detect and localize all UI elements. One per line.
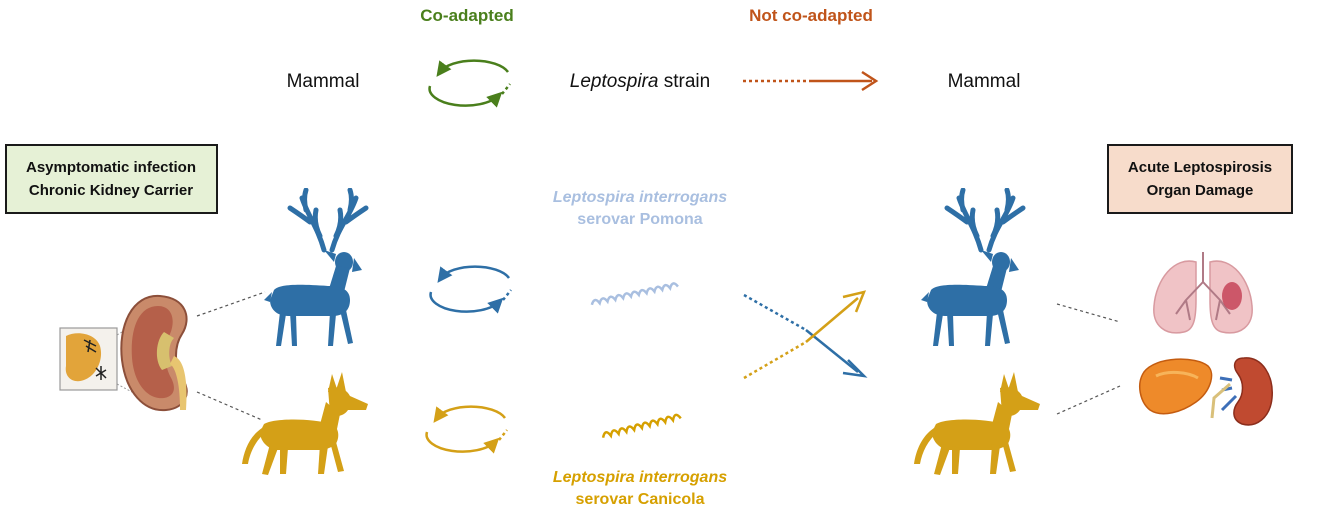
connector-line bbox=[1056, 385, 1121, 415]
spirochete-icon-pomona bbox=[590, 282, 679, 306]
liver-icon bbox=[1138, 358, 1213, 415]
canicola-serovar-label: serovar Canicola bbox=[576, 491, 705, 508]
cycle-icon-gold bbox=[425, 405, 508, 454]
deer-icon-left bbox=[264, 190, 366, 346]
coadapted-label: Co-adapted bbox=[420, 6, 514, 25]
strain-rest: strain bbox=[658, 71, 710, 92]
left-box-line2: Chronic Kidney Carrier bbox=[29, 182, 193, 199]
canicola-species-label: Leptospira interrogans bbox=[553, 469, 727, 486]
right-status-box: Acute Leptospirosis Organ Damage bbox=[1107, 144, 1293, 214]
connector-line bbox=[1056, 303, 1121, 323]
spirochete-icon-canicola bbox=[601, 413, 682, 439]
lungs-icon bbox=[1153, 252, 1253, 334]
arrow-icon-rust bbox=[743, 70, 879, 92]
kidney-icon-left bbox=[59, 294, 188, 412]
mammal-right-label: Mammal bbox=[948, 71, 1021, 92]
kidney-icon-right bbox=[1210, 357, 1273, 426]
left-status-box: Asymptomatic infection Chronic Kidney Ca… bbox=[5, 144, 218, 214]
arrow-icon-blue-cross bbox=[743, 293, 868, 378]
not-coadapted-label: Not co-adapted bbox=[749, 6, 873, 25]
connector-line bbox=[196, 391, 263, 421]
left-box-line1: Asymptomatic infection bbox=[26, 159, 196, 176]
dog-icon-left bbox=[242, 372, 368, 475]
connector-line bbox=[196, 291, 266, 317]
right-box-line2: Organ Damage bbox=[1147, 182, 1254, 199]
pomona-serovar-label: serovar Pomona bbox=[577, 211, 702, 228]
strain-label: Leptospira strain bbox=[570, 71, 710, 92]
cycle-icon-green bbox=[428, 59, 511, 108]
strain-italic: Leptospira bbox=[570, 71, 659, 92]
deer-icon-right bbox=[921, 190, 1023, 346]
right-box-line1: Acute Leptospirosis bbox=[1128, 159, 1272, 176]
arrow-icon-gold-cross bbox=[743, 290, 867, 380]
pomona-species-label: Leptospira interrogans bbox=[553, 189, 727, 206]
cycle-icon-blue bbox=[429, 265, 512, 314]
mammal-left-label: Mammal bbox=[287, 71, 360, 92]
dog-icon-right bbox=[914, 372, 1040, 475]
